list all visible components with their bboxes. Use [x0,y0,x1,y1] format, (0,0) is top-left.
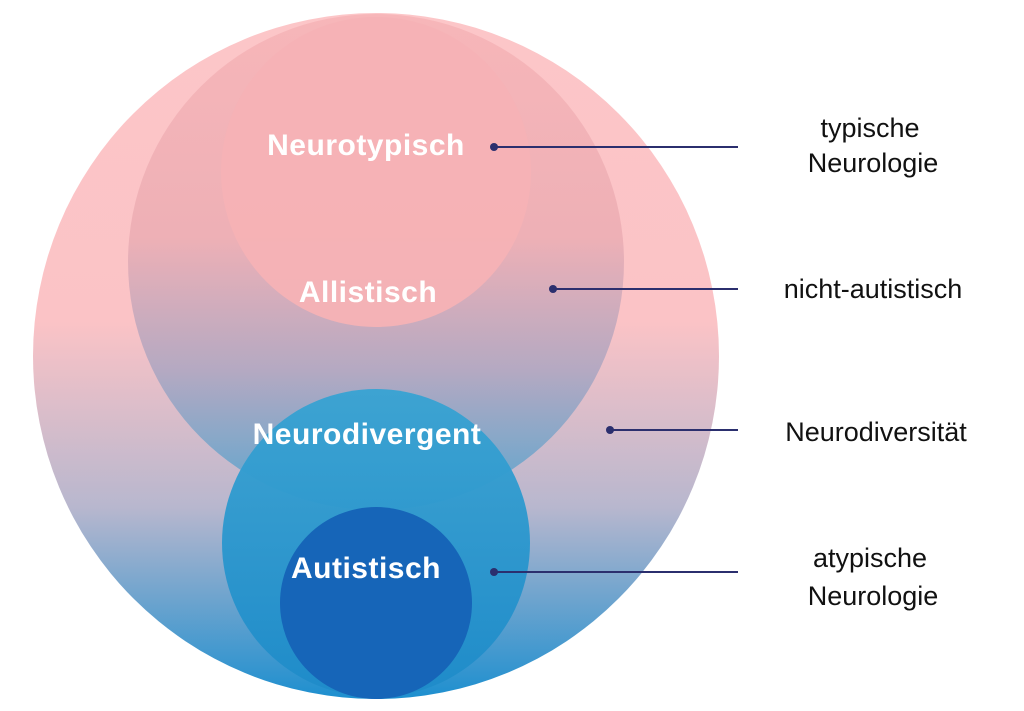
neurotypical-label: Neurotypisch [267,129,465,162]
neurotypical-circle [221,17,531,327]
annotation-atypical-line2: Neurologie [808,581,939,611]
autistic-label: Autistisch [291,552,441,585]
autistic-circle [280,507,472,699]
annotation-typical-line1: typische [820,113,919,143]
annotation-non-autistic: nicht-autistisch [784,274,963,304]
annotation-typical-line2: Neurologie [808,148,939,178]
annotation-neurodiversity: Neurodiversität [785,417,967,447]
allistic-label: Allistisch [299,276,437,309]
leader-non-autistic [549,285,738,293]
neurodivergent-label: Neurodivergent [253,418,482,451]
leader-typical [490,143,738,151]
annotation-atypical-line1: atypische [813,543,927,573]
leader-neurodiversity [606,426,738,434]
leader-atypical [490,568,738,576]
